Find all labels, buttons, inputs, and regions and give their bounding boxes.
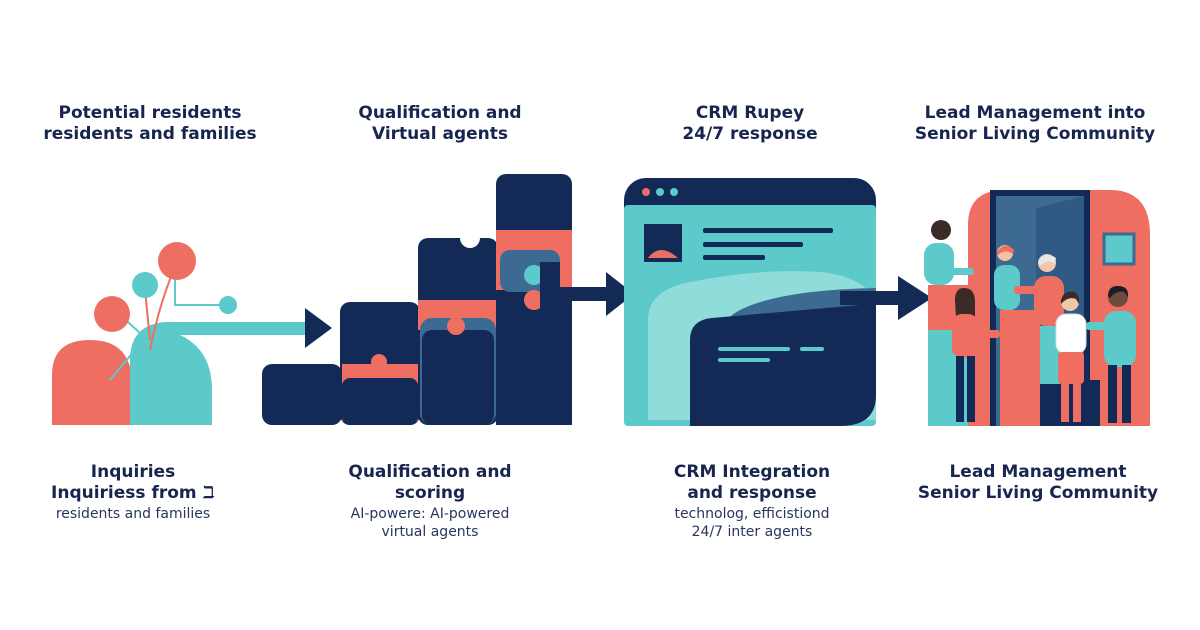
window-dot-icon <box>642 188 650 196</box>
caption-line: Inquiries <box>90 462 176 482</box>
flow-arrow <box>840 276 932 320</box>
caption-subtext: technolog, efficistiond <box>674 506 830 522</box>
title-line: Potential residents <box>58 103 242 123</box>
caption-subtext: virtual agents <box>381 524 479 540</box>
caption-line: Qualification and <box>348 462 512 482</box>
qualification-illustration <box>262 174 572 425</box>
person-avatar <box>931 220 951 240</box>
community-illustration <box>924 190 1150 426</box>
node-circle <box>219 296 237 314</box>
caption-subtext: AI-powere: AI-powered <box>350 506 510 522</box>
step-1-bottom-caption: Inquiries Inquiriess from ℶ residents an… <box>8 462 258 523</box>
caption-line: Senior Living Community <box>917 483 1159 503</box>
caption-line: CRM Integration <box>673 462 831 482</box>
title-line: Lead Management into <box>924 103 1146 123</box>
caption-line: Inquiriess from ℶ <box>51 483 215 503</box>
flow-arrow <box>560 272 634 316</box>
caption-subtext: 24/7 inter agents <box>691 524 813 540</box>
window-dot-icon <box>670 188 678 196</box>
node-circle <box>94 296 130 332</box>
inquiries-illustration <box>52 242 300 425</box>
caption-line: and response <box>687 483 817 503</box>
step-3-top-title: CRM Rupey 24/7 response <box>630 103 870 145</box>
title-line: CRM Rupey <box>695 103 805 123</box>
node-circle <box>132 272 158 298</box>
caption-line: scoring <box>394 483 466 503</box>
title-line: residents and families <box>43 124 257 144</box>
node-circle <box>158 242 196 280</box>
step-1-top-title: Potential residents residents and famili… <box>30 103 270 145</box>
window-dot-icon <box>656 188 664 196</box>
title-line: 24/7 response <box>682 124 818 144</box>
title-line: Virtual agents <box>371 124 509 144</box>
step-4-top-title: Lead Management into Senior Living Commu… <box>905 103 1165 145</box>
step-2-bottom-caption: Qualification and scoring AI-powere: AI-… <box>305 462 555 541</box>
title-line: Senior Living Community <box>914 124 1156 144</box>
step-3-bottom-caption: CRM Integration and response technolog, … <box>627 462 877 541</box>
caption-subtext: residents and families <box>55 506 211 522</box>
caption-line: Lead Management <box>949 462 1127 482</box>
crm-browser-illustration <box>624 178 876 426</box>
step-4-bottom-caption: Lead Management Senior Living Community <box>908 462 1168 504</box>
title-line: Qualification and <box>358 103 522 123</box>
flow-arrow <box>212 308 332 348</box>
step-2-top-title: Qualification and Virtual agents <box>320 103 560 145</box>
